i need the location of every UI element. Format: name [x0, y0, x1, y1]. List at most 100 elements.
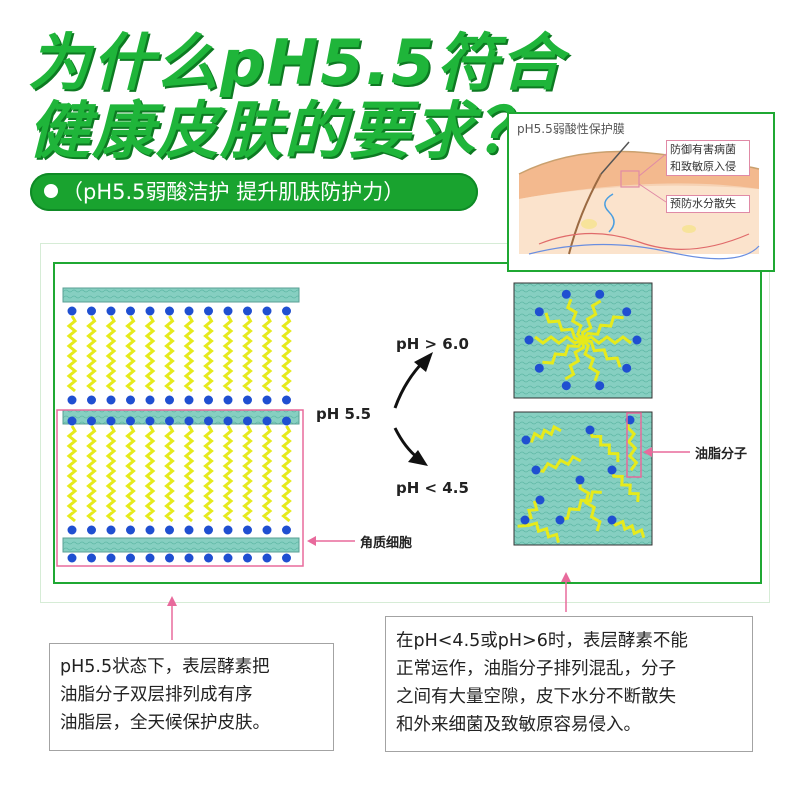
note-left-line-3: 油脂层，全天候保护皮肤。: [60, 713, 270, 733]
lipid-head: [520, 515, 530, 525]
lipid-tail: [523, 519, 560, 543]
lipid-tail: [581, 338, 601, 382]
label-ph-low: pH < 4.5: [396, 479, 469, 497]
inset-callout-line-1: 防御有害病菌: [670, 143, 736, 156]
lipid-head: [204, 525, 213, 535]
disordered-lipids-upper: [513, 282, 653, 399]
lipid-head: [632, 335, 642, 345]
lipid-tail: [581, 299, 602, 341]
lipid-head: [87, 306, 96, 316]
lipid-head: [184, 553, 194, 563]
lipid-tail: [86, 315, 97, 393]
lipid-tail: [105, 315, 117, 393]
lipid-head: [243, 416, 252, 426]
lipid-tail: [281, 315, 292, 393]
lipid-head: [106, 553, 116, 563]
lipid-head: [87, 553, 96, 563]
lipid-head: [282, 553, 291, 563]
lipid-head: [223, 525, 233, 535]
lipid-head: [607, 465, 617, 475]
ordered-bilayer: [62, 287, 300, 563]
lipid-tail: [183, 315, 195, 393]
lipid-tail: [242, 315, 253, 393]
outer-frame: [40, 243, 770, 603]
lipid-highlight-box: [626, 412, 642, 478]
lipid-head: [262, 525, 272, 535]
label-ph-center: pH 5.5: [316, 405, 372, 423]
lipid-head: [595, 289, 605, 299]
lipid-head: [204, 306, 213, 316]
lipid-head: [165, 306, 174, 316]
lipid-head: [184, 395, 194, 405]
lipid-tail: [581, 315, 624, 341]
lipid-head: [243, 395, 252, 405]
lipid-head: [145, 416, 155, 426]
lipid-tail: [66, 425, 78, 523]
left-note-pointer-icon: [167, 596, 177, 640]
diagram-frame: [53, 262, 762, 584]
lipid-head: [165, 416, 174, 426]
lipid-head: [531, 465, 541, 475]
note-right-line-1: 在pH<4.5或pH>6时，表层酵素不能: [396, 631, 688, 651]
lipid-head: [555, 515, 565, 525]
note-right-line-4: 和外来细菌及致敏原容易侵入。: [396, 715, 641, 735]
lipid-tail: [610, 519, 646, 539]
right-note-pointer-icon: [561, 572, 571, 612]
lipid-head: [204, 553, 213, 563]
lipid-head: [223, 416, 233, 426]
lipid-head: [184, 525, 194, 535]
lipid-tail: [542, 339, 585, 365]
lipid-head: [67, 395, 77, 405]
lipid-head: [67, 525, 77, 535]
lipid-head: [521, 435, 531, 445]
lipid-tail: [125, 315, 136, 393]
lipid-head: [595, 381, 605, 391]
lipid-tail: [66, 315, 78, 393]
cell-highlight-box: [56, 409, 304, 567]
lipid-head: [534, 363, 544, 373]
lipid-head: [223, 395, 233, 405]
lipid-head: [126, 416, 135, 426]
note-left-line-1: pH5.5状态下，表层酵素把: [60, 657, 270, 677]
lipid-head: [282, 395, 291, 405]
lipid-head: [223, 553, 233, 563]
note-right-line-3: 之间有大量空隙，皮下水分不断散失: [396, 687, 676, 707]
lipid-head: [165, 525, 174, 535]
lipid-head: [534, 307, 544, 317]
arrow-up-icon: [393, 352, 433, 409]
label-lipid-molecule: 油脂分子: [695, 447, 748, 462]
lipid-head: [561, 381, 571, 391]
lipid-head: [243, 553, 252, 563]
inset-title: pH5.5弱酸性保护膜: [517, 122, 625, 136]
lipid-head: [184, 306, 194, 316]
lipid-head: [106, 416, 116, 426]
note-left-line-2: 油脂分子双层排列成有序: [60, 685, 253, 705]
lipid-tail: [625, 419, 639, 472]
label-corneocyte: 角质细胞: [360, 536, 413, 551]
lipid-head: [126, 525, 135, 535]
lipid-tail: [544, 312, 584, 342]
lipid-head: [106, 395, 116, 405]
page-title-line-1: 为什么pH5.5符合: [28, 26, 565, 99]
lipid-tail: [534, 335, 584, 345]
lipid-head: [262, 306, 272, 316]
lipid-tail: [164, 315, 175, 393]
lipid-pointer-arrow-icon: [643, 447, 690, 457]
lipid-head: [262, 553, 272, 563]
lipid-head: [223, 306, 233, 316]
lipid-head: [106, 525, 116, 535]
lipid-head: [106, 306, 116, 316]
lipid-tail: [582, 338, 622, 368]
label-ph-high: pH > 6.0: [396, 335, 469, 353]
subtitle-text: （pH5.5弱酸洁护 提升肌肤防护力）: [62, 180, 405, 204]
lipid-head: [145, 525, 155, 535]
lipid-head: [165, 553, 174, 563]
lipid-head: [282, 525, 291, 535]
lipid-head: [524, 335, 534, 345]
keratin-band: [62, 287, 300, 303]
lipid-tail: [86, 425, 97, 523]
lipid-head: [282, 306, 291, 316]
lipid-tail: [281, 425, 292, 523]
lipid-head: [184, 416, 194, 426]
